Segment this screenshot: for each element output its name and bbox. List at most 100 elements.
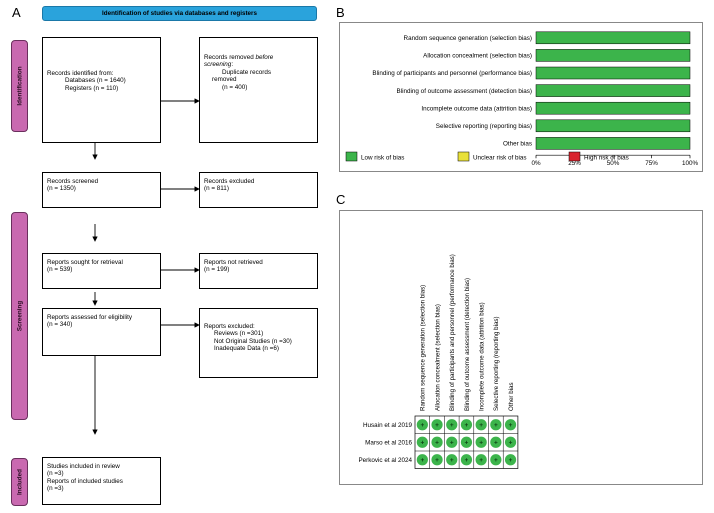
low-risk-dot-icon xyxy=(446,436,458,448)
records-removed-count: (n = 400) xyxy=(222,83,248,91)
records-removed-removed: removed xyxy=(212,76,237,84)
rob-summary-judgement-dot: + xyxy=(416,436,428,448)
rob-summary-domain-label: Selective reporting (reporting bias) xyxy=(493,316,500,411)
rob-summary-judgement-dot: + xyxy=(431,436,443,448)
rob-summary-judgement-symbol: + xyxy=(420,439,424,446)
reports-not-retrieved-title: Reports not retrieved xyxy=(204,259,263,266)
rob-summary-judgement-dot: + xyxy=(490,419,502,431)
rob-graph-category-label: Other bias xyxy=(503,141,532,148)
rob-graph-chart: Random sequence generation (selection bi… xyxy=(345,31,699,167)
box-records-identified: Records identified from: Databases (n = … xyxy=(42,37,161,143)
low-risk-dot-icon xyxy=(504,419,517,431)
rob-summary-domain-label: Blinding of outcome assessment (detectio… xyxy=(464,278,471,411)
records-removed-duplicates: Duplicate records xyxy=(222,68,271,76)
low-risk-dot-icon xyxy=(460,454,473,466)
records-screened-title: Records screened xyxy=(47,178,99,185)
rob-summary-judgement-symbol: + xyxy=(450,422,454,429)
rob-graph-panel: Random sequence generation (selection bi… xyxy=(339,22,703,172)
rob-summary-judgement-dot: + xyxy=(460,436,473,448)
rob-graph-legend-label: Low risk of bias xyxy=(361,155,404,162)
box-records-excluded: Records excluded (n = 811) xyxy=(199,172,318,208)
rob-graph-bar xyxy=(535,31,691,45)
rob-graph-legend-item: Low risk of bias xyxy=(345,151,404,162)
rob-summary-judgement-symbol: + xyxy=(435,422,439,429)
rob-graph-bar xyxy=(535,84,691,97)
rob-summary-judgement-dot: + xyxy=(431,454,443,466)
rob-graph-category-label: Allocation concealment (selection bias) xyxy=(423,53,532,60)
rob-graph-legend-label: Unclear risk of bias xyxy=(473,155,527,162)
stage-identification: Identification xyxy=(11,40,28,132)
low-risk-dot-icon xyxy=(475,454,487,466)
rob-summary-judgement-symbol: + xyxy=(479,457,483,464)
rob-summary-domain-label: Blinding of participants and personnel (… xyxy=(449,254,456,411)
low-risk-dot-icon xyxy=(416,436,428,448)
rob-summary-judgement-symbol: + xyxy=(479,439,483,446)
rob-graph-x-tick-label: 25% xyxy=(568,160,581,167)
low-risk-dot-icon xyxy=(490,454,502,466)
low-risk-dot-icon xyxy=(504,454,517,466)
rob-summary-judgement-dot: + xyxy=(446,419,458,431)
rob-graph-legend-item: High risk of bias xyxy=(568,151,629,162)
rob-summary-domain-label: Incomplete outcome data (attrition bias) xyxy=(478,302,485,411)
rob-summary-judgement-symbol: + xyxy=(450,439,454,446)
low-risk-dot-icon xyxy=(416,419,428,431)
rob-graph-category-label: Selective reporting (reporting bias) xyxy=(436,123,532,130)
reports-excluded-inadequate: Inadequate Data (n =6) xyxy=(214,345,279,353)
rob-summary-panel: Random sequence generation (selection bi… xyxy=(339,210,703,485)
rob-graph-x-tick-label: 0% xyxy=(531,160,541,167)
rob-summary-judgement-dot: + xyxy=(460,454,473,466)
rob-graph-legend-item: Unclear risk of bias xyxy=(457,151,527,162)
rob-summary-judgement-dot: + xyxy=(490,436,502,448)
rob-summary-judgement-symbol: + xyxy=(435,457,439,464)
rob-summary-judgement-symbol: + xyxy=(450,457,454,464)
low-risk-dot-icon xyxy=(431,436,443,448)
reports-assessed-count: (n = 340) xyxy=(47,321,73,329)
rob-summary-judgement-symbol: + xyxy=(465,457,469,464)
rob-graph-category-label: Incomplete outcome data (attrition bias) xyxy=(421,105,532,112)
rob-summary-judgement-dot: + xyxy=(504,419,517,431)
rob-summary-judgement-dot: + xyxy=(416,419,428,431)
rob-graph-category-label: Random sequence generation (selection bi… xyxy=(404,35,532,42)
rob-summary-matrix: Random sequence generation (selection bi… xyxy=(358,254,519,469)
reports-included-title: Reports of included studies xyxy=(47,477,123,485)
studies-included-count: (n =3) xyxy=(47,470,64,478)
records-removed-subtitle: screening: xyxy=(204,61,234,69)
low-risk-dot-icon xyxy=(460,436,473,448)
rob-graph-x-tick-label: 100% xyxy=(682,160,699,167)
low-risk-dot-icon xyxy=(475,436,487,448)
reports-excluded-not-original: Not Original Studies (n =30) xyxy=(214,337,292,345)
rob-summary-judgement-dot: + xyxy=(446,454,458,466)
rob-summary-judgement-symbol: + xyxy=(509,457,513,464)
stage-screening: Screening xyxy=(11,212,28,420)
records-excluded-count: (n = 811) xyxy=(204,185,229,193)
rob-graph-legend-swatch xyxy=(345,151,358,162)
rob-graph-bar xyxy=(535,137,691,150)
rob-graph-legend-swatch xyxy=(457,151,470,162)
rob-summary-judgement-dot: + xyxy=(504,436,517,448)
rob-summary-judgement-symbol: + xyxy=(509,439,513,446)
rob-summary-study-label: Marso et al 2016 xyxy=(365,440,412,447)
rob-summary-judgement-dot: + xyxy=(431,419,443,431)
rob-graph-legend-label: High risk of bias xyxy=(584,155,629,162)
flow-connectors xyxy=(92,98,200,435)
rob-summary-domain-label: Other bias xyxy=(508,382,515,411)
reports-excluded-reviews: Reviews (n =301) xyxy=(214,330,264,338)
reports-sought-title: Reports sought for retrieval xyxy=(47,259,123,266)
rob-summary-judgement-dot: + xyxy=(475,454,487,466)
rob-graph-bar xyxy=(535,119,691,133)
reports-excluded-title: Reports excluded: xyxy=(204,323,255,330)
stage-included: Included xyxy=(11,458,28,506)
rob-summary-domain-label: Allocation concealment (selection bias) xyxy=(434,304,441,411)
records-identified-registers: Registers (n = 110) xyxy=(65,84,119,92)
reports-assessed-title: Reports assessed for eligibility xyxy=(47,314,133,321)
records-screened-count: (n = 1350) xyxy=(47,185,76,193)
rob-summary-judgement-symbol: + xyxy=(420,422,424,429)
rob-summary-judgement-dot: + xyxy=(490,454,502,466)
low-risk-dot-icon xyxy=(416,454,428,466)
records-identified-title: Records identified from: xyxy=(47,70,114,77)
rob-graph-bar xyxy=(535,101,691,115)
rob-graph-category-label: Blinding of participants and personnel (… xyxy=(372,70,532,77)
records-removed-title: Records removed before xyxy=(204,54,274,61)
rob-summary-domain-label: Random sequence generation (selection bi… xyxy=(420,285,427,411)
panel-label-a: A xyxy=(12,5,21,20)
